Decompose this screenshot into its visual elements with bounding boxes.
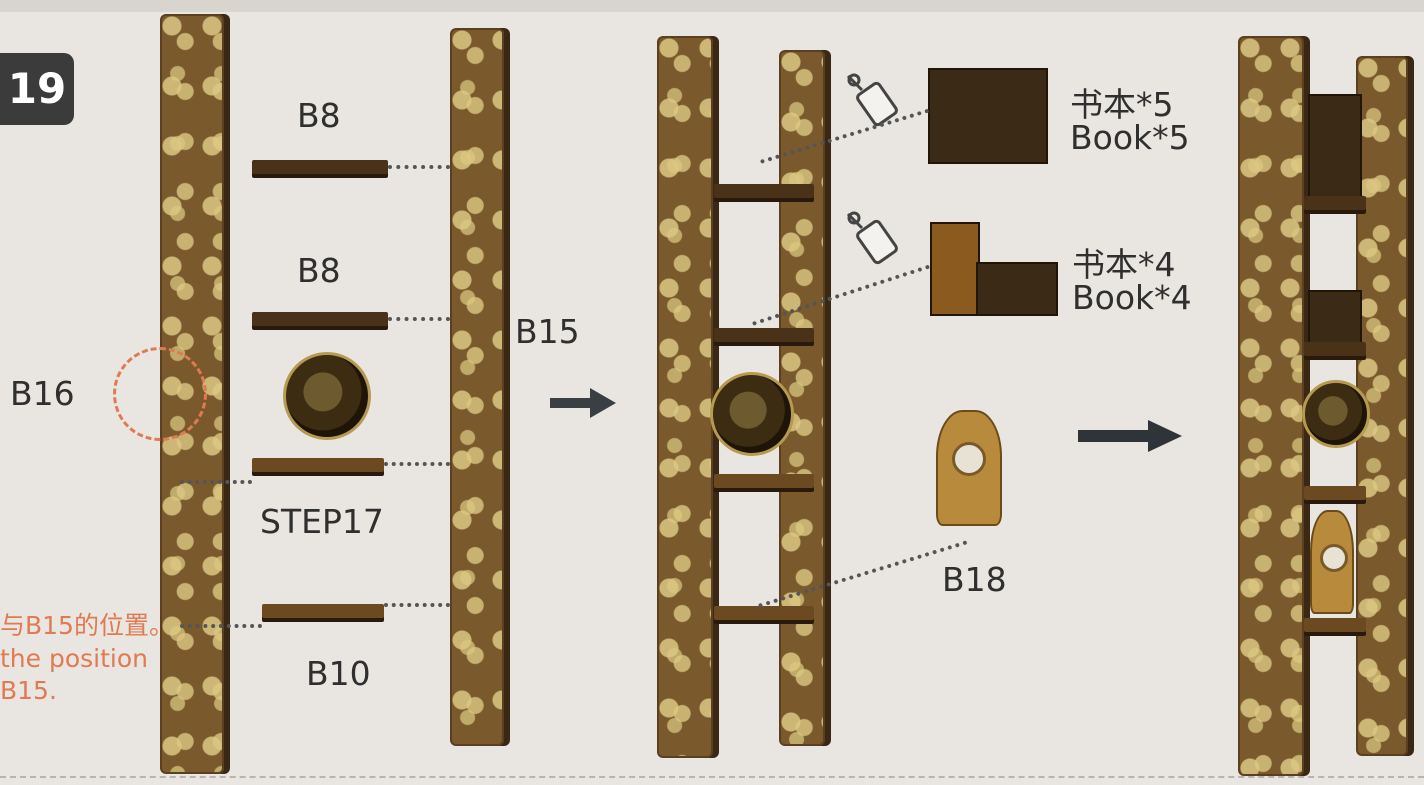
page-top-edge [0, 0, 1424, 12]
dotted-guide-b8-top [388, 165, 450, 169]
books-four-image [976, 262, 1058, 316]
books-top-final [1308, 94, 1362, 202]
clock-b18-image [936, 410, 1002, 526]
shelf-third-final [1304, 486, 1366, 500]
label-b16: B16 [10, 374, 75, 413]
page-bottom-dashed-line [0, 776, 1424, 778]
step-number-badge: 19 [0, 53, 74, 125]
shelf-second-final [1304, 342, 1366, 356]
shelf-top-final [1304, 196, 1366, 210]
shelf-second-panel2 [714, 328, 814, 342]
note-line-2: the position [0, 644, 148, 673]
shelf-b10 [262, 604, 384, 618]
board-left-panel2 [657, 36, 713, 758]
label-b18: B18 [942, 560, 1007, 599]
shelf-third-panel2 [714, 474, 814, 488]
label-b15: B15 [515, 312, 580, 351]
label-b8-top: B8 [297, 96, 341, 135]
shelf-step17 [252, 458, 384, 472]
arrow-right-icon [550, 388, 616, 418]
label-step17: STEP17 [260, 502, 384, 541]
board-left-final [1238, 36, 1304, 776]
label-books-four-en: Book*4 [1072, 278, 1192, 317]
board-b15 [450, 28, 504, 746]
label-b10: B10 [306, 654, 371, 693]
clock-face [952, 442, 986, 476]
note-line-1: 与B15的位置。 [0, 606, 174, 642]
clock-face-final [1320, 544, 1348, 572]
shelf-top-panel2 [714, 184, 814, 198]
arrow-right-icon [1078, 420, 1182, 452]
note-line-3: B15. [0, 676, 57, 705]
books-five-image [928, 68, 1048, 164]
book-upright-image [930, 222, 980, 316]
notch-highlight-circle [113, 347, 207, 441]
dotted-guide-b8-middle [388, 317, 450, 321]
globe-panel2 [710, 372, 794, 456]
dotted-guide-step17-right [384, 462, 450, 466]
shelf-bottom-panel2 [714, 606, 814, 620]
dotted-guide-step17-left [180, 480, 252, 484]
shelf-b8-middle [252, 312, 388, 326]
glue-bottle-icon [840, 204, 904, 268]
books-second-final [1308, 290, 1362, 348]
shelf-bottom-final [1304, 618, 1366, 632]
globe-ornament [283, 352, 371, 440]
dotted-guide-b10-right [384, 603, 450, 607]
globe-final [1302, 380, 1370, 448]
label-b8-middle: B8 [297, 251, 341, 290]
label-books-five-en: Book*5 [1070, 118, 1190, 157]
dotted-guide-b10-left [180, 624, 262, 628]
shelf-b8-top [252, 160, 388, 174]
clock-final [1310, 510, 1354, 614]
